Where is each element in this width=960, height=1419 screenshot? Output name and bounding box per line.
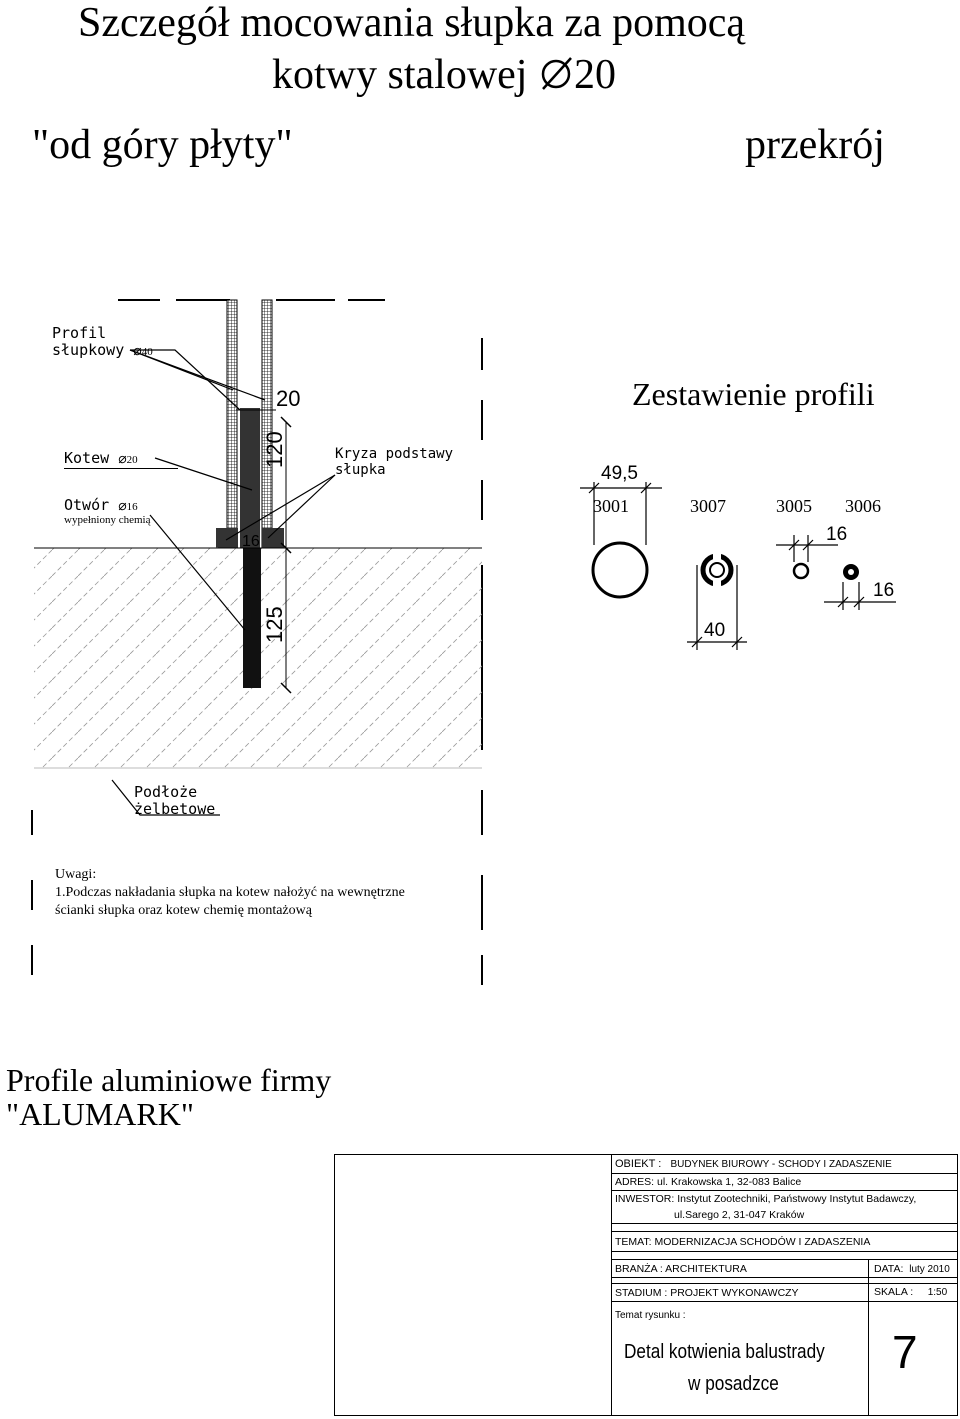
title-line-1: Szczegół mocowania słupka za pomocą: [78, 0, 746, 46]
anchor-embedded: [243, 548, 261, 688]
dim-125-text: 125: [262, 606, 287, 643]
diameter-symbol-icon: ⌀: [133, 344, 142, 359]
profile-code-3007: 3007: [690, 496, 726, 516]
inwestor-line-1: INWESTOR: Instytut Zootechniki, Państwow…: [615, 1193, 917, 1205]
skala-row: SKALA : 1:50: [874, 1286, 947, 1298]
collar-right: [262, 528, 284, 548]
dim-16-3006: 16: [873, 580, 895, 601]
leader-lines: [111, 349, 336, 816]
profile-3007-shape: [700, 550, 734, 590]
skala-value: 1:50: [927, 1287, 948, 1298]
footer-line-1: Profile aluminiowe firmy: [6, 1062, 332, 1098]
dim-120-text: 120: [262, 431, 287, 468]
otwor-note: wypełniony chemią: [64, 514, 151, 526]
title-anchor-text: kotwy stalowej: [272, 52, 538, 98]
adres: ADRES: ul. Krakowska 1, 32-083 Balice: [615, 1176, 802, 1188]
profile-3001-shape: [591, 541, 649, 599]
profil-label: Profil słupkowy ⌀40: [52, 325, 153, 361]
anchor-section-drawing: [31, 299, 483, 985]
stadium: STADIUM : PROJEKT WYKONAWCZY: [615, 1287, 799, 1299]
otwor-label: Otwór ⌀16: [64, 496, 138, 515]
title-block: OBIEKT : BUDYNEK BIUROWY - SCHODY I ZADA…: [334, 1154, 958, 1416]
diameter-symbol-icon: ⌀: [118, 452, 127, 467]
sheet-number: 7: [892, 1326, 918, 1378]
anchor-upper: [240, 408, 260, 548]
profiles-drawing: [580, 482, 896, 650]
title-line-2: kotwy stalowej 20: [272, 52, 616, 98]
profile-code-3001: 3001: [593, 496, 629, 516]
dim-40: 40: [704, 620, 726, 641]
dim-125: 125: [262, 606, 288, 643]
obiekt-value: BUDYNEK BIUROWY - SCHODY I ZADASZENIE: [670, 1159, 892, 1170]
collar-left: [216, 528, 238, 548]
dim-16-3005: 16: [826, 524, 848, 545]
profil-label-line-1: Profil: [52, 324, 107, 342]
kotew-diameter: 20: [126, 454, 138, 466]
obiekt-label: OBIEKT :: [615, 1158, 662, 1170]
otwor-diameter: 16: [126, 501, 138, 513]
kryza-label-line-1: Kryza podstawy: [335, 446, 454, 462]
diameter-symbol-icon: [538, 56, 574, 92]
data-value: luty 2010: [909, 1264, 950, 1275]
podloze-label-line-2: żelbetowe: [134, 800, 216, 818]
diameter-symbol-icon: ⌀: [118, 499, 127, 514]
podloze-label-line-1: Podłoże: [134, 783, 198, 801]
otwor-text: Otwór: [64, 496, 110, 514]
rysunek-line-2: w posadzce: [688, 1373, 779, 1395]
notes-line-1: 1.Podczas nakładania słupka na kotew nał…: [55, 885, 405, 900]
kryza-label: Kryza podstawy słupka: [335, 446, 453, 478]
profil-label-line-2: słupkowy ⌀40: [52, 342, 153, 361]
obiekt-row: OBIEKT : BUDYNEK BIUROWY - SCHODY I ZADA…: [615, 1158, 892, 1170]
data-row: DATA: luty 2010: [874, 1263, 950, 1275]
profile-3005-shape: [792, 562, 810, 580]
title-block-info: OBIEKT : BUDYNEK BIUROWY - SCHODY I ZADA…: [611, 1155, 958, 1415]
title-diameter-value: 20: [573, 52, 616, 98]
podloze-label: Podłoże żelbetowe: [134, 784, 215, 818]
notes-line-2: ścianki słupka oraz kotew chemię montażo…: [55, 903, 312, 918]
post-wall-right: [261, 299, 273, 549]
profile-3006-shape: [843, 564, 859, 580]
profile-code-3005: 3005: [776, 496, 812, 516]
skala-label: SKALA :: [874, 1286, 914, 1298]
dim-16: 16: [242, 533, 260, 550]
kotew-label: Kotew ⌀20: [64, 449, 178, 469]
kryza-label-line-2: słupka: [335, 462, 386, 478]
kotew-text: Kotew: [64, 449, 110, 467]
temat: TEMAT: MODERNIZACJA SCHODÓW I ZADASZENIA: [615, 1236, 871, 1248]
profiles-heading: Zestawienie profili: [632, 376, 875, 412]
title-line-3-left: "od góry płyty": [32, 122, 293, 168]
footer-line-2: "ALUMARK": [6, 1096, 194, 1132]
notes: Uwagi: 1.Podczas nakładania słupka na ko…: [55, 866, 405, 920]
data-label: DATA:: [874, 1263, 904, 1275]
title-line-3-right: przekrój: [745, 122, 885, 168]
footer-note: Profile aluminiowe firmy "ALUMARK": [6, 1063, 331, 1131]
branza: BRANŻA : ARCHITEKTURA: [615, 1263, 747, 1275]
profile-code-3006: 3006: [845, 496, 881, 516]
temat-rysunku-label: Temat rysunku :: [615, 1310, 686, 1321]
dim-49-5: 49,5: [601, 463, 638, 484]
profil-diameter: 40: [141, 346, 153, 358]
inwestor-line-2: ul.Sarego 2, 31-047 Kraków: [674, 1209, 805, 1221]
notes-heading: Uwagi:: [55, 867, 97, 882]
rysunek-line-1: Detal kotwienia balustrady: [624, 1341, 825, 1363]
profil-label-text: słupkowy: [52, 341, 125, 359]
dim-20: 20: [276, 386, 301, 411]
post-wall-left: [226, 299, 238, 549]
dim-120: 120: [262, 431, 288, 468]
